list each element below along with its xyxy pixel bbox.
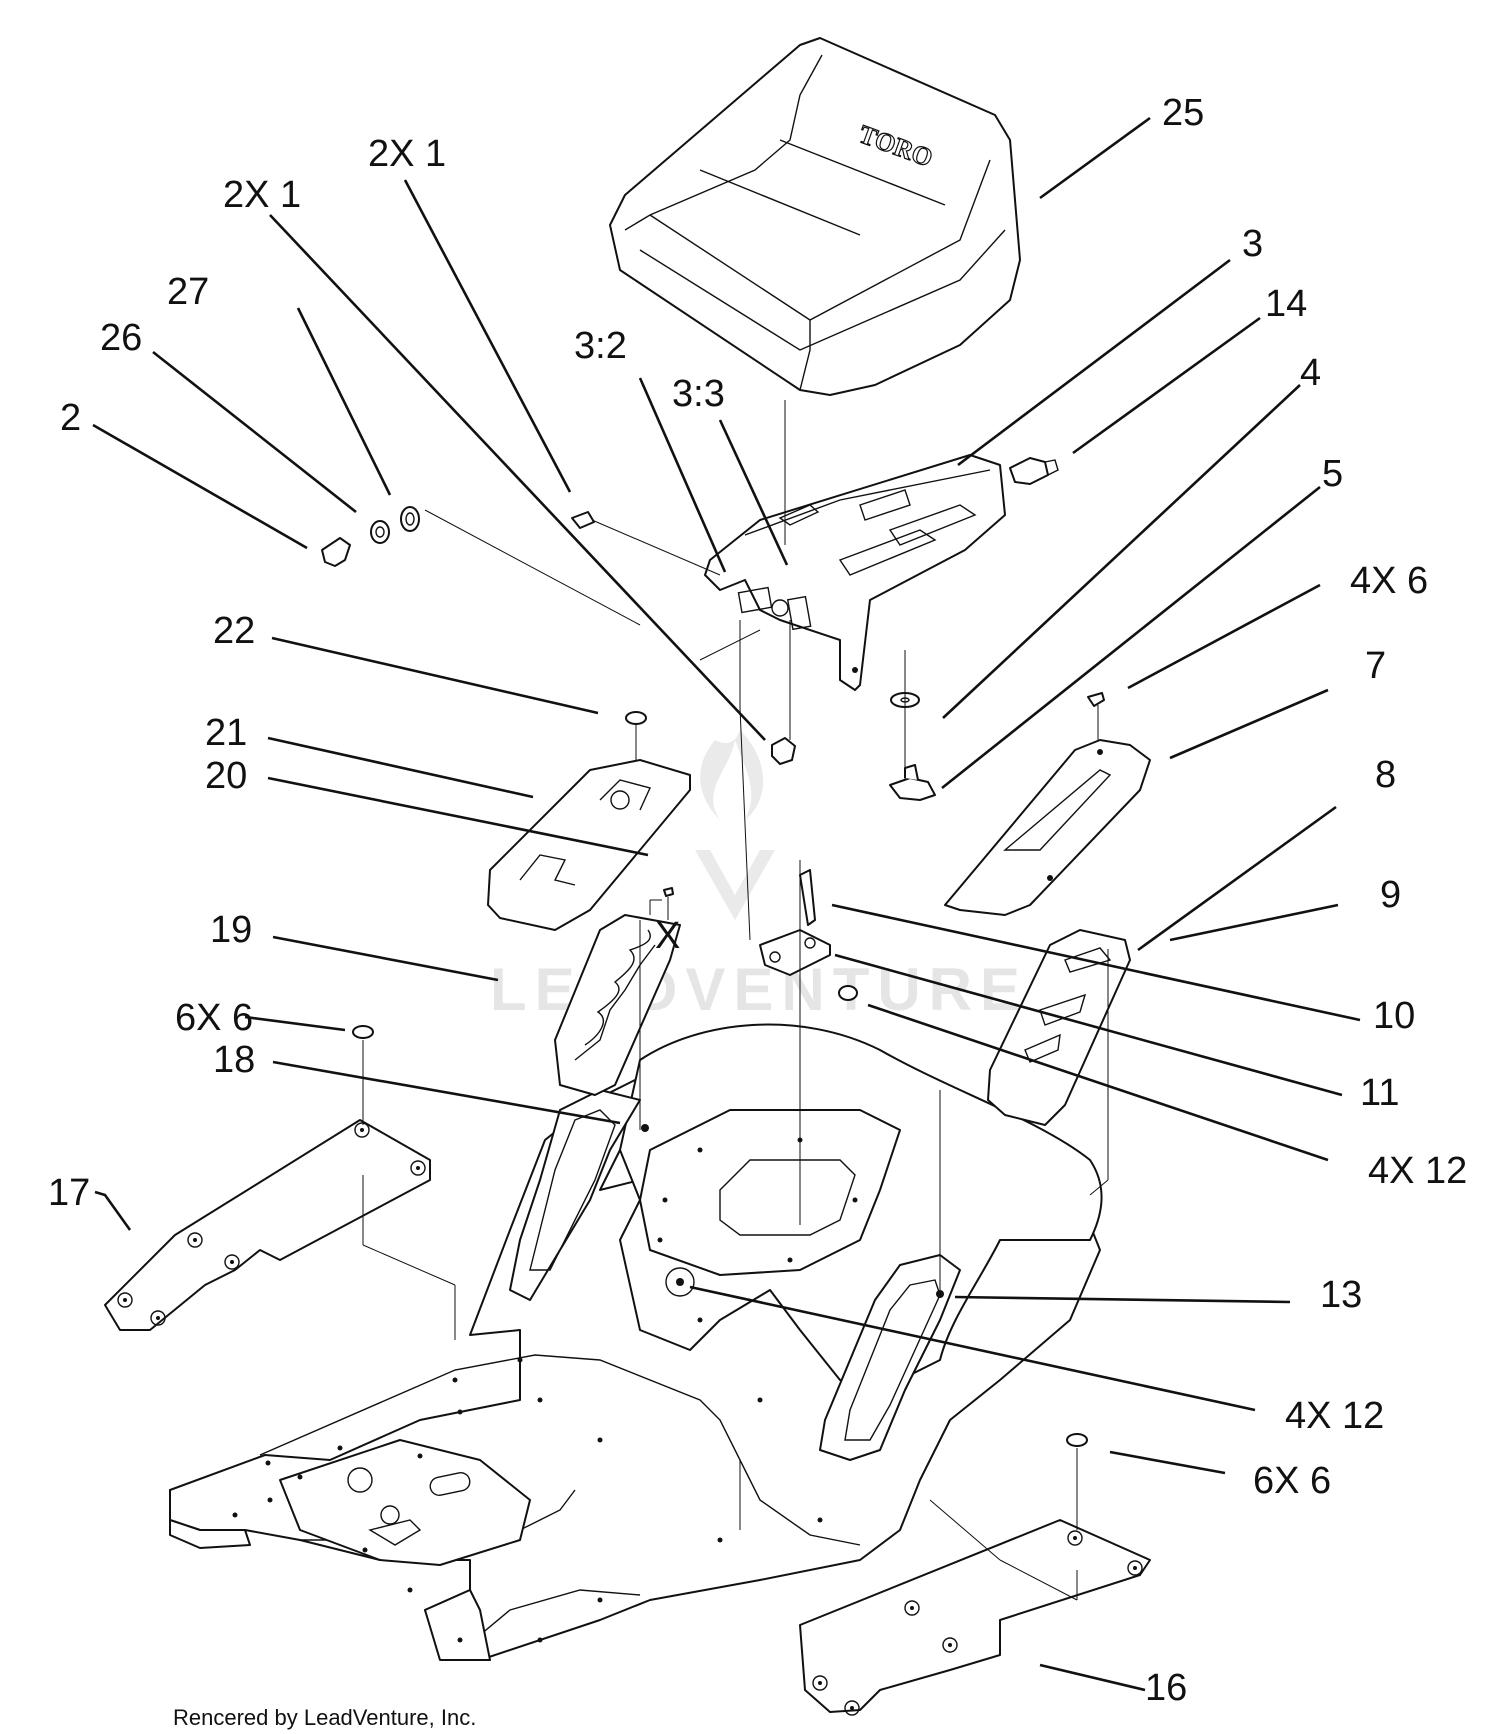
cap-22 [625, 711, 647, 725]
callout-4: 4 [1300, 352, 1321, 394]
knob-assembly [321, 506, 420, 567]
callout-2x1-lower: 2X 1 [223, 174, 301, 216]
callout-9: 9 [1380, 874, 1401, 916]
seat-switch [1009, 457, 1059, 485]
callout-14: 14 [1265, 283, 1307, 325]
callout-3-2: 3:2 [574, 325, 627, 367]
plate-7 [944, 739, 1151, 916]
callout-5: 5 [1322, 453, 1343, 495]
callout-3-3: 3:3 [672, 373, 725, 415]
bolt-mid [771, 737, 796, 765]
knob-5 [889, 764, 936, 801]
callout-labels: 25 2X 1 2X 1 3 14 27 26 3:2 3:3 4 2 5 4X… [48, 92, 1467, 1709]
callout-27: 27 [167, 271, 209, 313]
frame-body [169, 1023, 1103, 1661]
bolt-top [571, 511, 595, 529]
callout-21: 21 [205, 712, 247, 754]
plate-17 [104, 1119, 431, 1331]
callout-18: 18 [213, 1039, 255, 1081]
callout-13: 13 [1320, 1274, 1362, 1316]
callout-25: 25 [1162, 92, 1204, 134]
callout-6x6-right: 6X 6 [1253, 1460, 1331, 1502]
cap-6-right [1066, 1433, 1088, 1447]
render-credit: Rencered by LeadVenture, Inc. [173, 1705, 476, 1730]
leader-lines [92, 116, 1361, 1692]
callout-7: 7 [1365, 645, 1386, 687]
callout-22: 22 [213, 610, 255, 652]
callout-20: 20 [205, 755, 247, 797]
seat-pan [704, 454, 1006, 691]
plate-21 [487, 759, 691, 931]
gate-x-mark: X [655, 915, 680, 957]
callout-4x12-upper: 4X 12 [1368, 1150, 1467, 1192]
callout-11: 11 [1360, 1072, 1399, 1114]
callout-4x6: 4X 6 [1350, 560, 1428, 602]
callout-8: 8 [1375, 754, 1396, 796]
callout-4x12-lower: 4X 12 [1285, 1395, 1384, 1437]
callout-2x1-upper: 2X 1 [368, 133, 446, 175]
screw-20 [663, 887, 674, 897]
cap-6 [1087, 692, 1105, 707]
callout-16: 16 [1145, 1667, 1187, 1709]
cap-6-left [352, 1025, 374, 1039]
callout-19: 19 [210, 909, 252, 951]
callout-3: 3 [1242, 223, 1263, 265]
callout-17: 17 [48, 1172, 90, 1214]
callout-2: 2 [60, 397, 81, 439]
gate-19: X [554, 914, 681, 1096]
callout-10: 10 [1373, 995, 1415, 1037]
callout-6x6-left: 6X 6 [175, 997, 253, 1039]
frame-holes [232, 1137, 858, 1643]
callout-26: 26 [100, 317, 142, 359]
seat: TORO [609, 37, 1021, 396]
plate-16 [799, 1519, 1151, 1716]
assembly-lines [362, 400, 1109, 1601]
